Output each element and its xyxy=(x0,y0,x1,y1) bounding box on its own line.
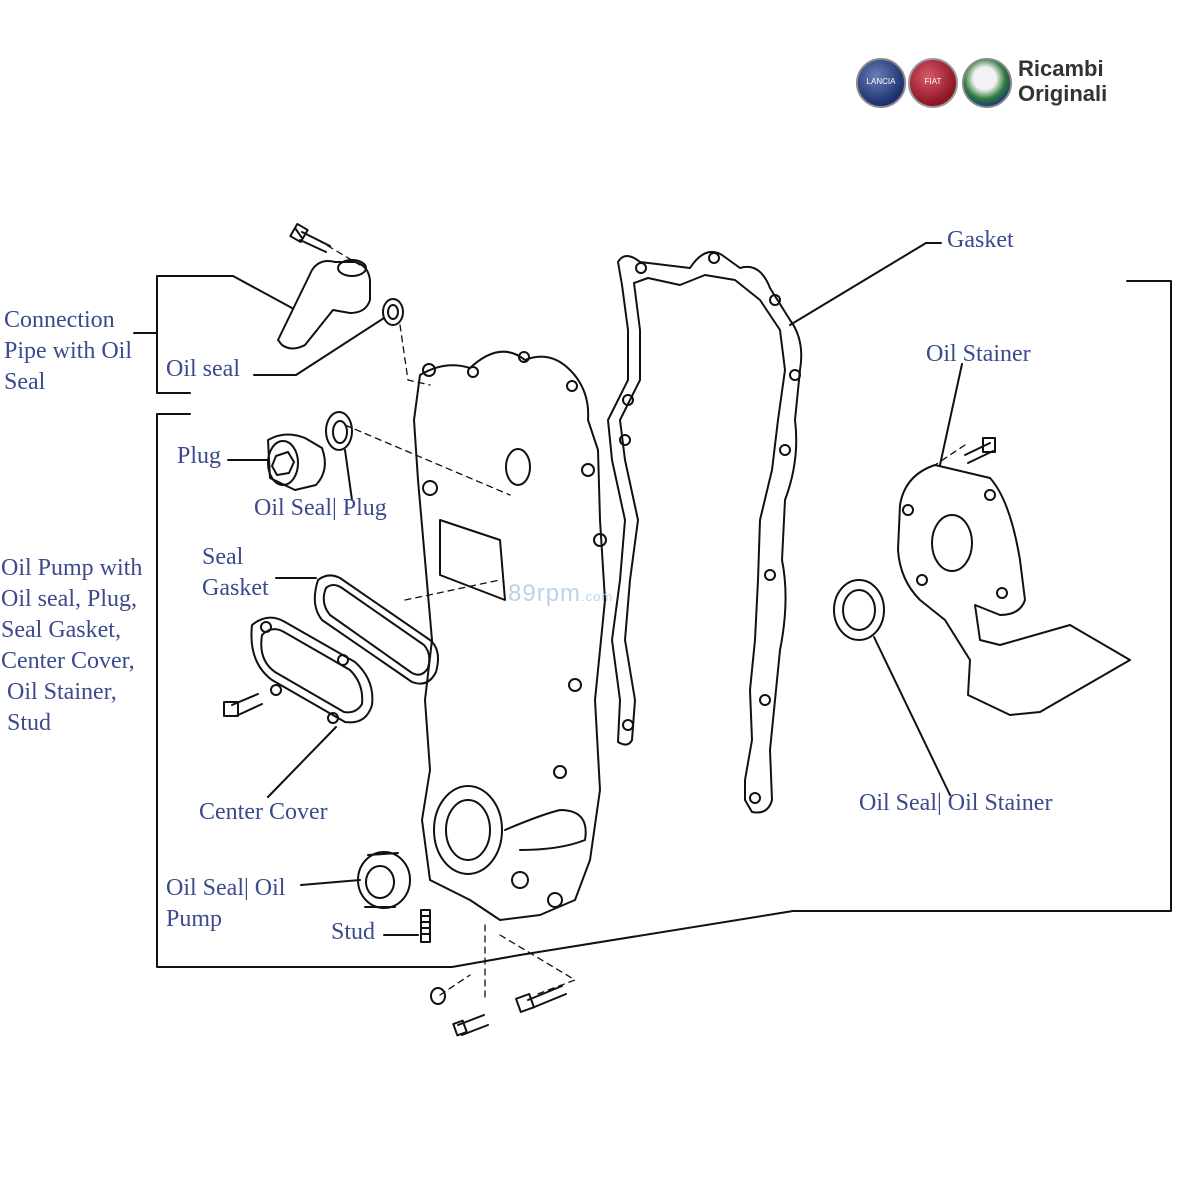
label-center-cover: Center Cover xyxy=(199,799,328,825)
bracket-oil-pump-group xyxy=(156,413,521,968)
label-connection-pipe-line-1: Connection xyxy=(4,307,115,333)
connection-pipe-oil-seal xyxy=(382,298,404,326)
lancia-badge-text: LANCIA xyxy=(866,77,896,86)
nut-bottom xyxy=(430,987,446,1005)
label-oil-pump-group-line-1: Oil Pump with xyxy=(1,555,143,581)
label-oil-seal-plug: Oil Seal| Plug xyxy=(254,495,387,521)
label-plug: Plug xyxy=(177,443,222,469)
label-oil-pump-group-line-2: Oil seal, Plug, xyxy=(1,586,137,612)
oil-pump-housing xyxy=(433,785,503,875)
label-oil-seal-oil-pump-line-1: Oil Seal| Oil xyxy=(166,875,286,901)
dash-pipe xyxy=(317,239,431,386)
watermark-main: 89rpm xyxy=(508,580,582,607)
bolt-top xyxy=(294,227,331,253)
oil-stainer-shape xyxy=(897,464,1131,716)
bracket-connection-pipe xyxy=(133,275,293,394)
label-oil-seal-oil-pump: Oil Seal| Oil Pump xyxy=(166,873,285,935)
watermark-suffix: .com xyxy=(581,589,614,604)
timing-cover-outline xyxy=(413,350,606,921)
alfa-romeo-logo-icon xyxy=(962,58,1012,108)
leader-oil-seal-pump xyxy=(300,879,361,886)
oil-seal-stainer-shape xyxy=(833,579,885,641)
leader-oil-stainer xyxy=(939,363,963,466)
label-connection-pipe-line-3: Seal xyxy=(4,369,46,395)
label-gasket: Gasket xyxy=(947,227,1014,253)
bracket-right xyxy=(519,280,1172,956)
dash-plug xyxy=(344,424,511,496)
label-oil-pump-group-line-4: Center Cover, xyxy=(1,648,135,674)
bolt-bottom xyxy=(527,985,567,1009)
label-connection-pipe: Connection Pipe with Oil Seal xyxy=(4,305,132,398)
dash-gasket xyxy=(404,579,501,601)
label-oil-stainer: Oil Stainer xyxy=(926,341,1031,367)
connection-pipe-shape xyxy=(277,260,371,350)
label-oil-seal-oil-pump-line-2: Pump xyxy=(166,906,223,932)
brand-line-1: Ricambi xyxy=(1018,56,1104,81)
seal-gasket-shape xyxy=(313,574,439,685)
label-oil-pump-group-line-5: Oil Stainer, xyxy=(1,679,117,705)
label-oil-pump-group-line-3: Seal Gasket, xyxy=(1,617,121,643)
stud-shape xyxy=(420,909,431,943)
connection-pipe-flange xyxy=(337,259,367,277)
leader-oil-seal-plug xyxy=(344,449,353,501)
label-oil-pump-group-line-6: Stud xyxy=(1,710,52,736)
watermark: 89rpm.com xyxy=(508,580,613,608)
leader-gasket xyxy=(789,242,942,326)
leader-center-cover xyxy=(267,726,337,798)
stud-bottom xyxy=(457,1014,489,1036)
leader-oil-seal xyxy=(253,317,385,376)
center-cover-shape xyxy=(250,616,374,724)
brand-logo-text: Ricambi Originali xyxy=(1018,56,1107,106)
brand-line-2: Originali xyxy=(1018,81,1108,106)
label-oil-seal-oil-stainer: Oil Seal| Oil Stainer xyxy=(859,790,1053,816)
fiat-badge-text: FIAT xyxy=(924,77,942,86)
label-seal-gasket-line-2: Gasket xyxy=(202,575,269,601)
label-seal-gasket-line-1: Seal xyxy=(202,544,244,570)
fiat-logo-icon: FIAT xyxy=(908,58,958,108)
plug-shape xyxy=(267,433,326,491)
oil-seal-plug-shape xyxy=(325,411,353,451)
label-oil-seal: Oil seal xyxy=(166,356,240,382)
lancia-logo-icon: LANCIA xyxy=(856,58,906,108)
label-connection-pipe-line-2: Pipe with Oil xyxy=(4,338,133,364)
gasket-shape xyxy=(607,251,803,814)
bolt-center-cover xyxy=(231,693,263,717)
leader-oil-seal-stainer xyxy=(873,636,951,796)
label-seal-gasket: Seal Gasket xyxy=(202,542,269,604)
label-stud: Stud xyxy=(331,919,376,945)
label-oil-pump-group: Oil Pump with Oil seal, Plug, Seal Gaske… xyxy=(1,553,142,739)
dash-stainer xyxy=(934,444,966,466)
